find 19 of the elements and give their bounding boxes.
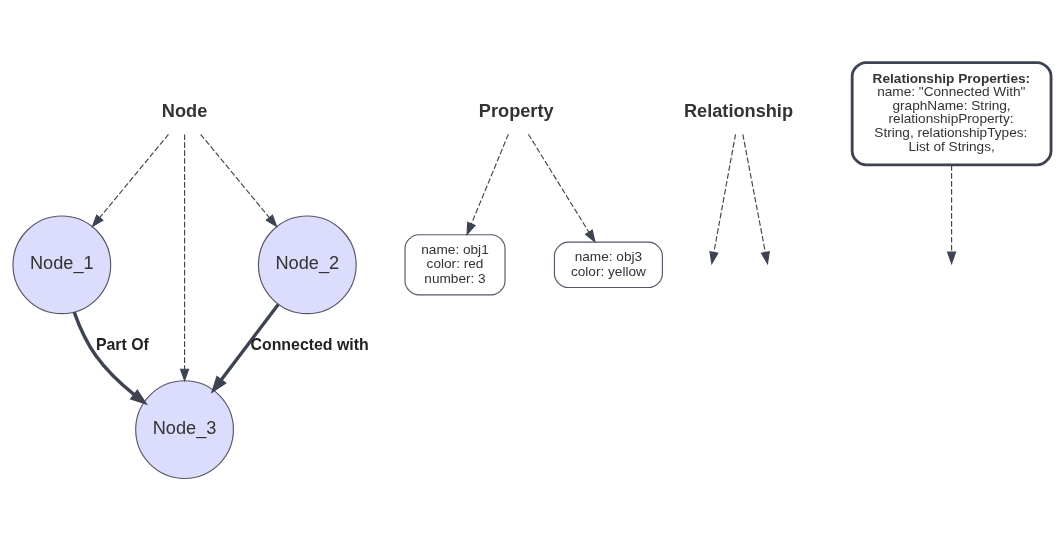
arrow: [466, 133, 509, 236]
arrow: [709, 133, 737, 265]
edge-label: Part Of: [95, 335, 149, 353]
arrow: [210, 302, 280, 394]
arrow: [179, 133, 190, 382]
node-box: Relationship Properties: name: "Connected With" graphName: String, relationshipProperty: String, relationshipTypes: List of Strings,: [850, 60, 1053, 166]
node-box: name: obj1 color: red number: 3: [404, 233, 506, 295]
arrow: [946, 164, 957, 265]
arrow: [742, 133, 770, 265]
node-text: Property: [478, 100, 554, 121]
arrow: [91, 133, 170, 228]
arrow: [72, 311, 148, 405]
arrow: [527, 133, 596, 243]
node-box: name: obj3 color: yellow: [553, 241, 663, 288]
node-text: Relationship: [683, 100, 794, 121]
node-circle: Node_3: [135, 379, 234, 479]
edge-label: Connected with: [250, 335, 369, 353]
arrow: [200, 133, 278, 228]
node-text: Node: [161, 100, 208, 121]
